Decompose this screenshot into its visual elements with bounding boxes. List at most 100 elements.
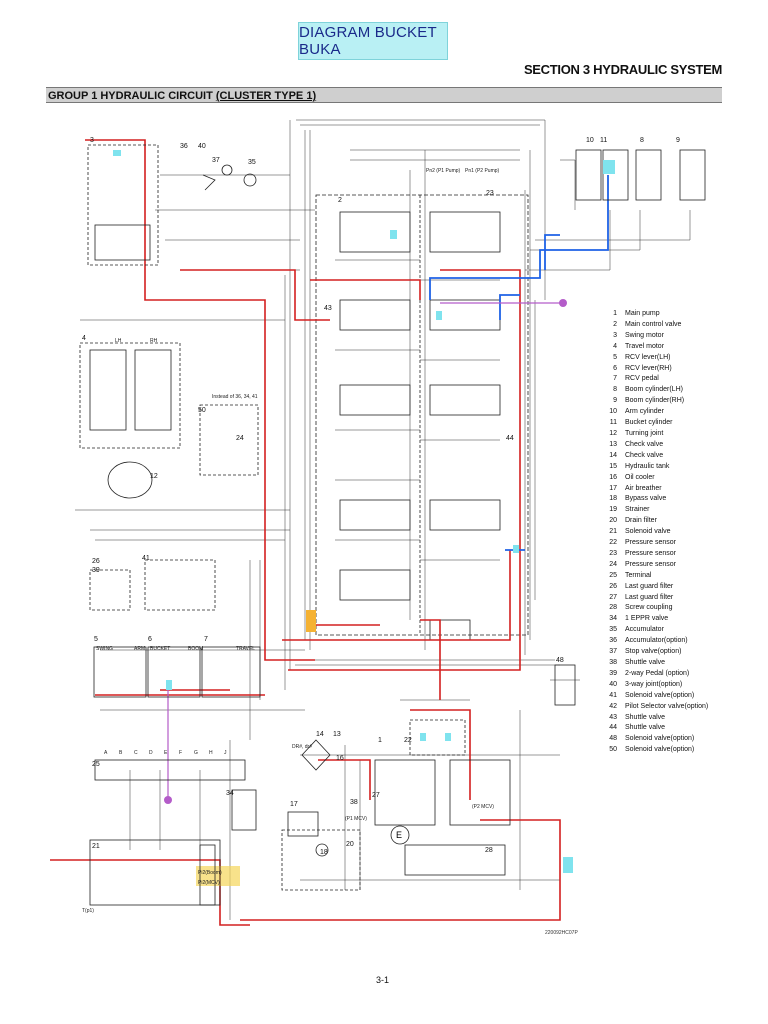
legend-item-label: Pilot Selector valve(option)	[625, 702, 709, 710]
legend-item-label: Accumulator	[625, 626, 664, 634]
legend-item: 34 1 EPPR valve	[597, 614, 708, 625]
legend-item-label: Last guard filter	[625, 582, 674, 590]
group-heading-prefix: GROUP 1 HYDRAULIC CIRCUIT	[48, 90, 216, 102]
legend-item-number: 22	[609, 539, 617, 547]
label-43: 43	[324, 305, 332, 312]
legend-item-number: 35	[609, 626, 617, 634]
label-mcv-p2: (P2 MCV)	[472, 804, 494, 810]
legend-item-number: 21	[609, 528, 617, 536]
terminal-letter: C	[134, 750, 138, 756]
label-lh: LH	[115, 338, 122, 344]
terminal-letter: G	[194, 750, 198, 756]
legend-item-number: 3	[613, 331, 617, 339]
legend-item-number: 37	[609, 648, 617, 656]
highlight-block	[306, 610, 316, 632]
label-36: 36	[180, 143, 188, 150]
label-8: 8	[640, 137, 644, 144]
pressure-lines-red	[50, 139, 561, 926]
components	[79, 144, 706, 906]
label-27: 27	[372, 792, 380, 799]
legend-item-label: Turning joint	[625, 429, 664, 437]
label-e: E	[396, 830, 402, 840]
legend-item-number: 34	[609, 615, 617, 623]
legend-item: 19 Strainer	[597, 505, 708, 516]
legend-item-label: 1 EPPR valve	[625, 615, 669, 623]
label-arm: ARM	[134, 646, 145, 652]
legend-item-label: Last guard filter	[625, 593, 674, 601]
legend-item-label: 3-way joint(option)	[625, 680, 683, 688]
legend-item-number: 50	[609, 746, 617, 754]
highlight-block	[196, 866, 240, 886]
label-2: 2	[338, 197, 342, 204]
legend-item-label: Terminal	[625, 571, 652, 579]
label-38: 38	[350, 799, 358, 806]
legend-item-number: 43	[609, 713, 617, 721]
legend-item: 40 3-way joint(option)	[597, 680, 708, 691]
legend-item-label: Screw coupling	[625, 604, 673, 612]
label-1: 1	[378, 737, 382, 744]
group-heading-emphasis: (CLUSTER TYPE 1)	[215, 90, 317, 102]
section-heading: SECTION 3 HYDRAULIC SYSTEM	[523, 62, 722, 77]
label-13: 13	[333, 731, 341, 738]
group-heading: GROUP 1 HYDRAULIC CIRCUIT (CLUSTER TYPE …	[46, 87, 722, 103]
label-pump-p1: Pn1 (P2 Pump)	[465, 168, 500, 174]
page-title: DIAGRAM BUCKET BUKA	[298, 22, 448, 60]
legend-item-number: 18	[609, 495, 617, 503]
legend-item-number: 11	[609, 419, 617, 427]
legend-item-label: Oil cooler	[625, 473, 655, 481]
legend-item-number: 20	[609, 517, 617, 525]
page-title-text: DIAGRAM BUCKET BUKA	[299, 24, 437, 58]
legend-item-label: Travel motor	[625, 342, 665, 350]
legend-item-number: 40	[609, 680, 617, 688]
legend-item-label: Bypass valve	[625, 495, 667, 503]
legend-item-number: 44	[609, 724, 617, 732]
label-11: 11	[600, 137, 607, 144]
pressure-lines-blue	[429, 175, 609, 551]
legend-item-number: 16	[609, 473, 617, 481]
legend-item-number: 13	[609, 440, 617, 448]
legend-item-label: Boom cylinder(RH)	[625, 397, 685, 405]
label-37: 37	[212, 157, 220, 164]
label-swing: SWING	[96, 646, 113, 652]
legend-item-number: 39	[609, 669, 617, 677]
legend-item-number: 19	[609, 506, 617, 514]
legend-item-number: 41	[609, 691, 617, 699]
label-travel: TRAVEL	[236, 646, 255, 652]
legend-color-marker	[563, 857, 573, 873]
label-25: 25	[92, 761, 100, 768]
label-12: 12	[150, 473, 158, 480]
label-17: 17	[290, 801, 298, 808]
label-41: 41	[142, 555, 150, 562]
legend-item-label: Accumulator(option)	[625, 637, 688, 645]
label-24: 24	[236, 435, 244, 442]
legend-item-label: Main pump	[625, 310, 660, 317]
legend-item-label: Drain filter	[625, 517, 657, 525]
legend-item-label: Strainer	[625, 506, 650, 514]
legend-item-number: 42	[609, 702, 617, 710]
legend-item-number: 17	[609, 484, 617, 492]
label-23: 23	[486, 190, 494, 197]
legend-item-number: 12	[609, 429, 617, 437]
